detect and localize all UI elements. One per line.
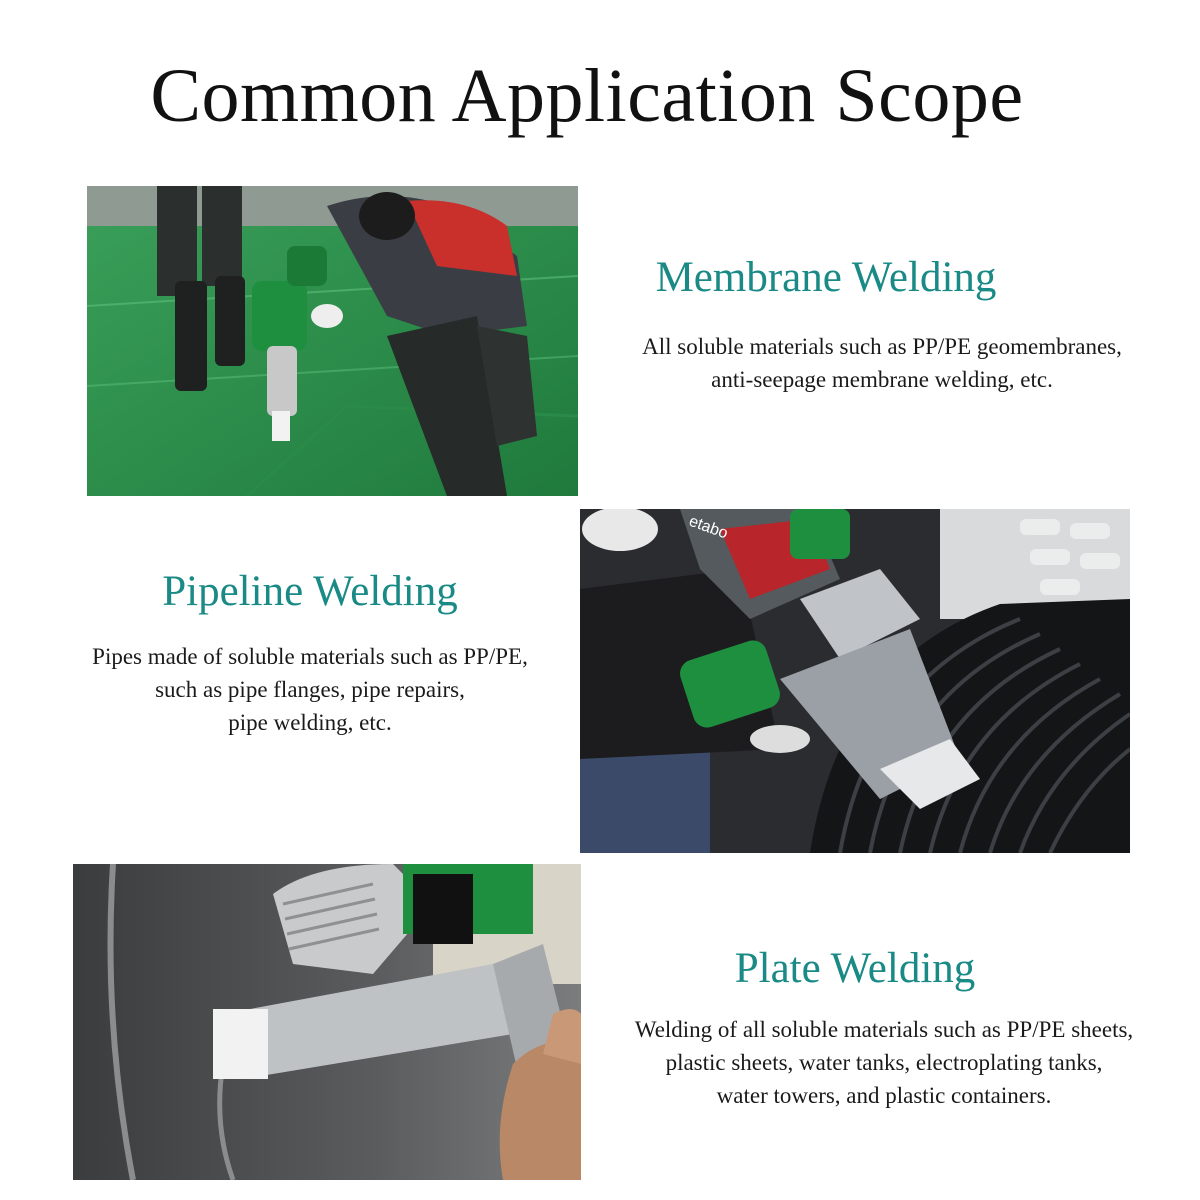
page-title: Common Application Scope: [150, 54, 1024, 138]
section-description-pipeline-welding: Pipes made of soluble materials such as …: [20, 640, 600, 739]
description-line: such as pipe flanges, pipe repairs,: [155, 677, 465, 702]
photo-membrane-welding: [87, 186, 578, 496]
description-line: anti-seepage membrane welding, etc.: [711, 367, 1053, 392]
description-line: Welding of all soluble materials such as…: [634, 1017, 1134, 1042]
description-line: pipe welding, etc.: [228, 710, 392, 735]
section-heading-pipeline-welding: Pipeline Welding: [162, 568, 458, 615]
description-line: Pipes made of soluble materials such as …: [92, 644, 528, 669]
photo-plate-welding: [73, 864, 581, 1180]
description-line: water towers, and plastic containers.: [716, 1083, 1052, 1108]
description-line: All soluble materials such as PP/PE geom…: [642, 334, 1122, 359]
photo-pipeline-welding: etabo: [580, 509, 1130, 853]
description-line: plastic sheets, water tanks, electroplat…: [665, 1050, 1103, 1075]
section-description-membrane-welding: All soluble materials such as PP/PE geom…: [578, 330, 1186, 396]
section-description-plate-welding: Welding of all soluble materials such as…: [583, 1013, 1185, 1112]
section-heading-membrane-welding: Membrane Welding: [655, 254, 997, 301]
section-heading-plate-welding: Plate Welding: [734, 945, 976, 992]
